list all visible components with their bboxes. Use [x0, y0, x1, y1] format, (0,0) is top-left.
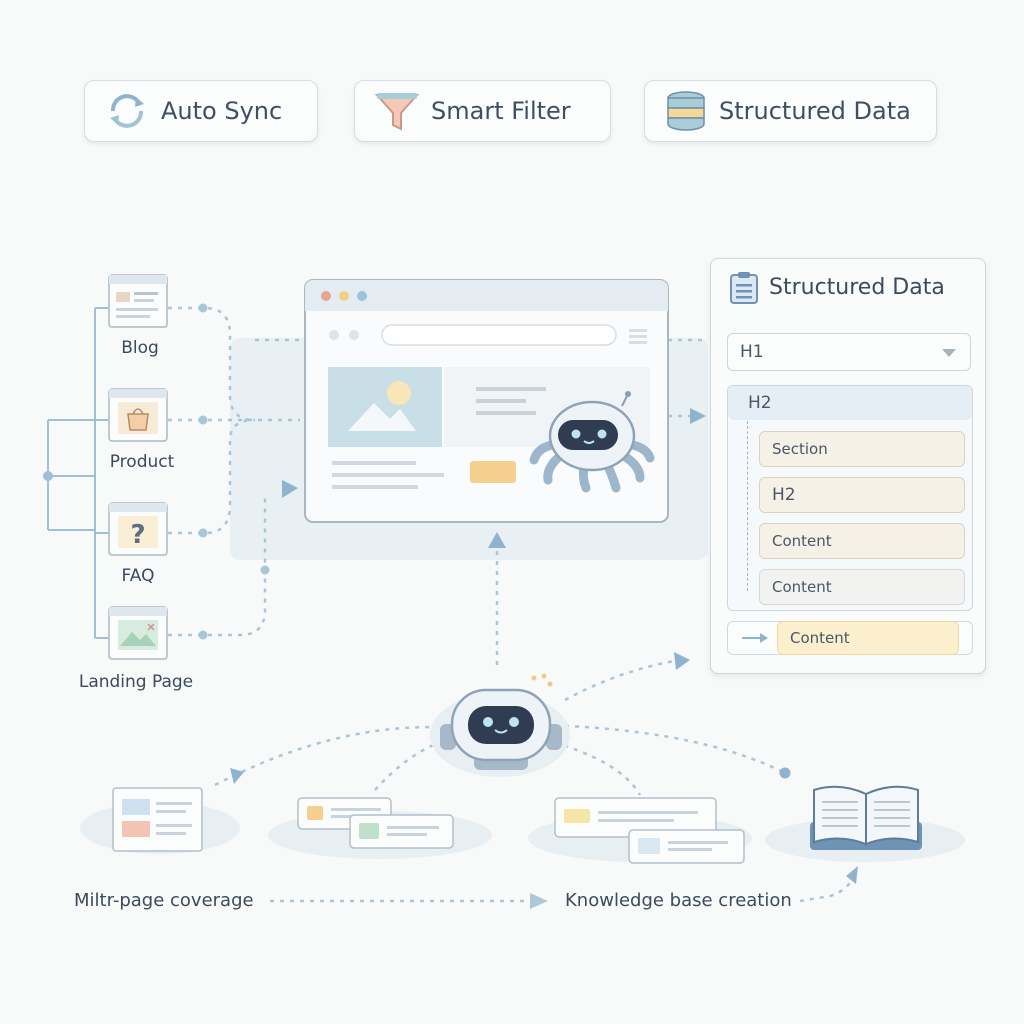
- blog-page-icon[interactable]: [108, 274, 168, 328]
- open-book-icon: [810, 785, 922, 850]
- h2-group-header[interactable]: H2: [728, 386, 972, 420]
- arrow-right-icon: [742, 633, 768, 643]
- tree-item-label: Content: [772, 578, 832, 596]
- knowledge-base-creation-label: Knowledge base creation: [565, 890, 792, 911]
- tree-item[interactable]: Section: [759, 431, 965, 467]
- tree-item-label: H2: [772, 485, 796, 505]
- output-content[interactable]: Content: [777, 621, 959, 655]
- robot-icon: [440, 673, 562, 770]
- database-icon: [667, 91, 705, 131]
- page-card-icon: [112, 787, 203, 852]
- heading-select-value: H1: [740, 342, 764, 362]
- tree-item-label: Section: [772, 440, 828, 458]
- chevron-down-icon: [942, 349, 956, 357]
- multi-page-coverage-label: Miltr-page coverage: [74, 890, 254, 911]
- structured-data-label: Structured Data: [719, 97, 911, 125]
- landing-page-icon[interactable]: [108, 606, 168, 660]
- tree-item-label: Content: [772, 532, 832, 550]
- heading-select[interactable]: H1: [727, 333, 971, 371]
- question-icon[interactable]: ?: [108, 502, 168, 556]
- output-content-label: Content: [790, 629, 850, 647]
- snippet-card-icon: [554, 797, 717, 838]
- svg-text:?: ?: [130, 520, 145, 550]
- source-label-landing-page: Landing Page: [78, 672, 194, 692]
- h2-group-label: H2: [748, 393, 772, 413]
- smart-filter-label: Smart Filter: [431, 97, 571, 125]
- structured-data-pill[interactable]: Structured Data: [644, 80, 937, 142]
- clipboard-icon: [730, 272, 758, 304]
- source-label-faq: FAQ: [121, 566, 155, 586]
- structured-data-panel: Structured Data H1 H2 Section H2 Content…: [710, 258, 986, 674]
- auto-sync-pill[interactable]: Auto Sync: [84, 80, 318, 142]
- shopping-bag-icon[interactable]: [108, 388, 168, 442]
- tree-line: [747, 421, 748, 591]
- tree-item[interactable]: H2: [759, 477, 965, 513]
- smart-filter-pill[interactable]: Smart Filter: [354, 80, 611, 142]
- funnel-icon: [374, 93, 420, 131]
- crawler-robot-icon: [529, 391, 655, 493]
- tree-item[interactable]: Content: [759, 523, 965, 559]
- snippet-card-icon: [349, 814, 454, 849]
- source-label-product: Product: [109, 452, 175, 472]
- source-label-blog: Blog: [121, 338, 159, 358]
- panel-title: Structured Data: [769, 275, 945, 300]
- sync-icon: [110, 94, 144, 128]
- auto-sync-label: Auto Sync: [161, 97, 283, 125]
- tree-item[interactable]: Content: [759, 569, 965, 605]
- snippet-card-icon: [628, 829, 745, 864]
